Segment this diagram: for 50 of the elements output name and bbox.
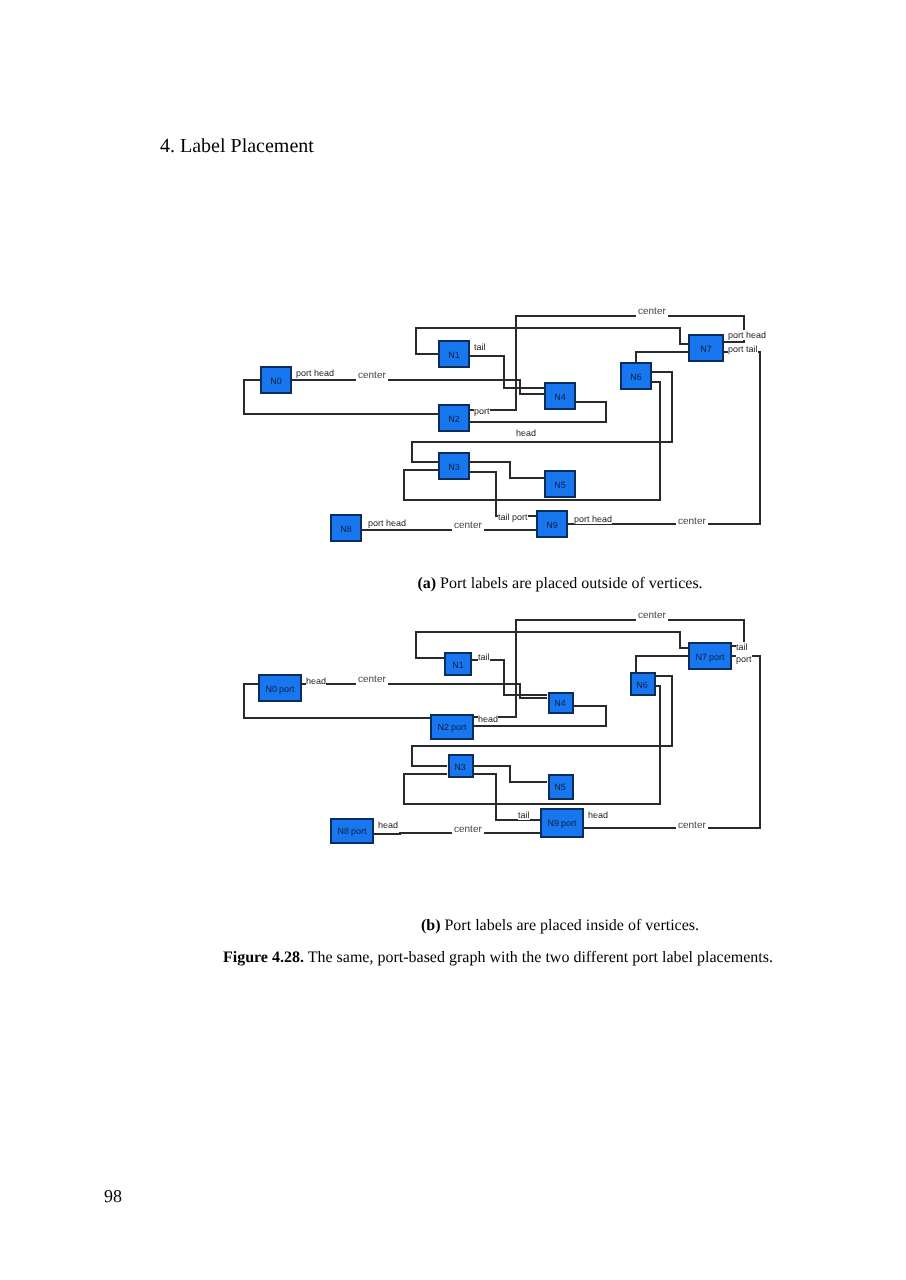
connector-line	[635, 655, 689, 673]
connector-line	[411, 371, 673, 463]
vertex-box	[544, 470, 576, 498]
connector-line	[469, 401, 607, 423]
vertex-box	[620, 362, 652, 390]
vertex-box	[330, 817, 374, 843]
connector-line	[635, 351, 689, 363]
page-number: 98	[104, 1184, 122, 1210]
vertex-box	[444, 652, 472, 676]
connector-line	[243, 683, 431, 719]
vertex-box	[447, 754, 473, 778]
vertex-box	[258, 674, 302, 702]
connector-line	[469, 315, 745, 411]
vertex-box	[260, 366, 292, 394]
vertex-box	[547, 691, 573, 713]
connector-line	[291, 379, 545, 395]
connector-line	[473, 705, 607, 727]
vertex-box	[438, 340, 470, 368]
connector-line	[415, 631, 689, 659]
vertex-box	[536, 510, 568, 538]
vertex-box	[629, 672, 655, 696]
vertex-box	[547, 773, 573, 799]
connector-line	[583, 655, 761, 829]
connector-line	[473, 619, 745, 718]
connector-line	[373, 832, 541, 835]
connector-line	[472, 773, 541, 821]
connector-line	[403, 685, 661, 805]
vertex-box	[438, 404, 470, 432]
vertex-box	[688, 642, 732, 670]
vertex-box	[544, 382, 576, 410]
connector-line	[472, 765, 548, 783]
section-heading: 4. Label Placement	[160, 134, 314, 162]
connector-line	[243, 379, 439, 415]
connector-line	[411, 675, 673, 767]
vertex-box	[430, 713, 474, 739]
vertex-box	[330, 514, 362, 542]
connector-line	[567, 351, 761, 525]
vertex-box	[438, 452, 470, 480]
figure-caption: Figure 4.28. The same, port-based graph with the two different port label placements.	[220, 948, 776, 968]
connector-line	[415, 327, 689, 355]
connector-line	[301, 683, 548, 699]
connector-line	[471, 659, 548, 696]
vertex-box	[540, 807, 584, 837]
connector-line	[403, 381, 661, 501]
connector-line	[469, 461, 545, 479]
subfigure-caption: (a) Port labels are placed outside of vertices.	[415, 572, 705, 596]
vertex-box	[688, 334, 724, 362]
connector-line	[469, 355, 545, 389]
connector-line	[361, 529, 537, 531]
subfigure-caption: (b) Port labels are placed inside of vertices.	[418, 914, 702, 938]
